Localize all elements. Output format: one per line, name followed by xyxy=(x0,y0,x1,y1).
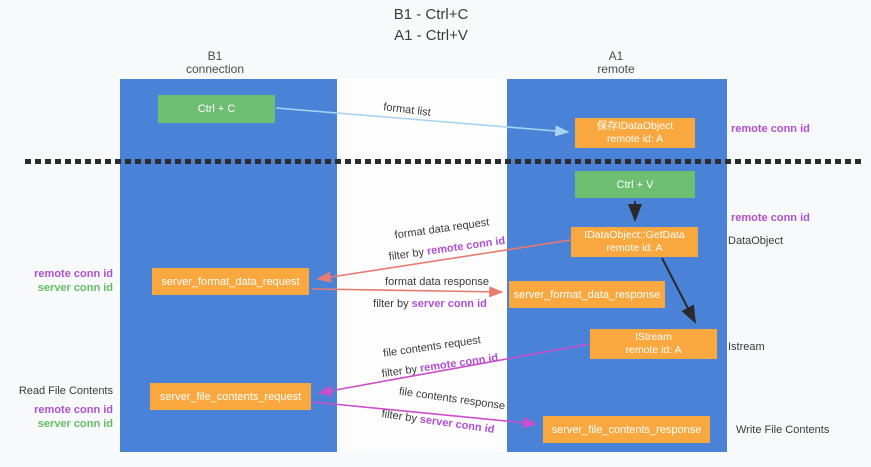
node-server-format-data-request: server_format_data_request xyxy=(152,268,309,295)
left-remote-conn-id-bottom: remote conn id xyxy=(34,404,113,416)
title-line-2: A1 - Ctrl+V xyxy=(394,27,468,44)
node-idataobject-getdata: IDataObject::GetData remote id: A xyxy=(571,227,698,257)
column-a1-name: A1 xyxy=(608,49,624,63)
node-istream-line1: IStream xyxy=(635,331,672,343)
node-getdata-line1: IDataObject::GetData xyxy=(584,229,685,241)
column-header-b1: B1 connection xyxy=(160,50,270,76)
node-ctrl-v-label: Ctrl + V xyxy=(616,178,654,191)
dashed-divider-line xyxy=(25,159,863,164)
node-ctrl-c-label: Ctrl + C xyxy=(197,103,236,115)
column-header-a1: A1 remote xyxy=(561,50,671,76)
label-format-data-response: format data response xyxy=(385,276,489,288)
filter-highlight-server: server conn id xyxy=(411,298,487,310)
node-save-dataobject-line2: remote id: A xyxy=(606,133,664,145)
node-server-file-contents-request: server_file_contents_request xyxy=(150,383,311,410)
node-istream-line2: remote id: A xyxy=(625,344,682,356)
column-b1-role: connection xyxy=(185,62,245,76)
diagram-title: B1 - Ctrl+C A1 - Ctrl+V xyxy=(331,4,531,46)
column-a1-role: remote xyxy=(597,62,635,76)
left-remote-conn-id-top: remote conn id xyxy=(34,268,113,280)
node-save-dataobject: 保存IDataObject remote id: A xyxy=(575,118,695,148)
left-label-conn-ids-bottom: remote conn id server conn id xyxy=(8,403,113,431)
right-label-istream: Istream xyxy=(728,341,765,353)
node-server-file-contents-response: server_file_contents_response xyxy=(543,416,710,443)
right-label-remote-conn-id-mid: remote conn id xyxy=(731,212,810,224)
node-getdata-line2: remote id: A xyxy=(606,242,663,254)
node-server-format-data-response: server_format_data_response xyxy=(509,281,665,308)
node-file-request-label: server_file_contents_request xyxy=(159,390,302,403)
node-format-request-label: server_format_data_request xyxy=(161,275,300,288)
title-line-1: B1 - Ctrl+C xyxy=(393,6,469,23)
column-b1-name: B1 xyxy=(207,49,223,63)
left-server-conn-id-bottom: server conn id xyxy=(37,418,113,430)
right-label-dataobject: DataObject xyxy=(728,235,784,247)
left-label-conn-ids-top: remote conn id server conn id xyxy=(8,267,113,295)
node-ctrl-c: Ctrl + C xyxy=(158,95,275,123)
left-server-conn-id-top: server conn id xyxy=(37,282,113,294)
right-label-write-file-contents: Write File Contents xyxy=(736,424,830,436)
node-istream: IStream remote id: A xyxy=(590,329,717,359)
node-save-dataobject-line1: 保存IDataObject xyxy=(596,120,674,132)
label-filter-by-server-1: filter by server conn id xyxy=(345,298,515,310)
left-label-read-file-contents: Read File Contents xyxy=(18,385,113,397)
node-format-response-label: server_format_data_response xyxy=(513,288,661,301)
right-label-remote-conn-id-top: remote conn id xyxy=(731,123,810,135)
node-file-response-label: server_file_contents_response xyxy=(551,423,702,436)
filter-prefix: filter by xyxy=(373,298,412,310)
node-ctrl-v: Ctrl + V xyxy=(575,171,695,198)
